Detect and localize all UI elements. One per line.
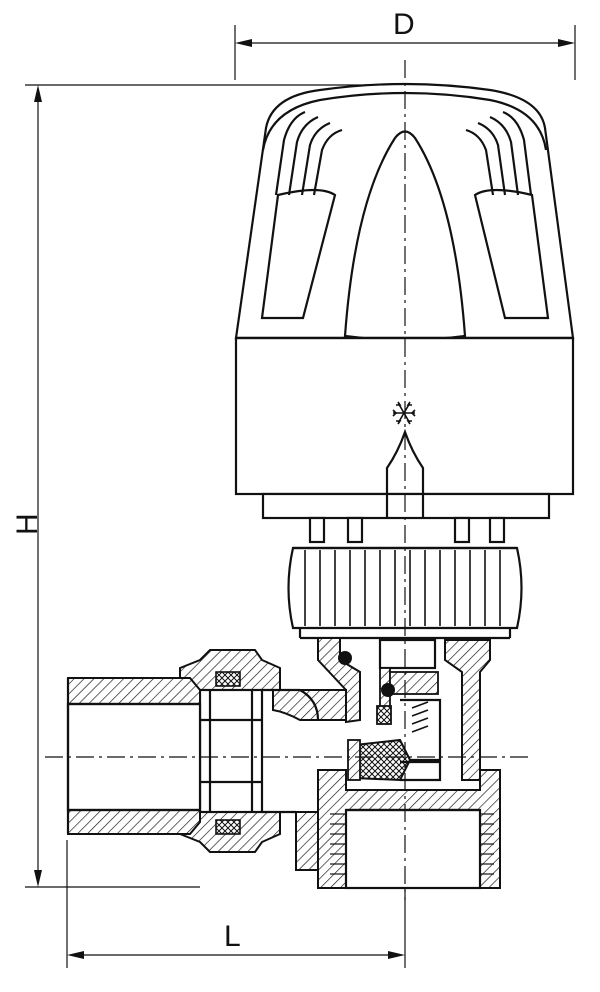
dimension-label-l: L [224,920,241,953]
dimension-l: L [66,840,406,968]
dimension-d: D [234,8,576,80]
dimension-label-d: D [393,8,415,41]
dimension-label-h: H [11,513,44,535]
union-nut-and-tailpiece [66,649,320,853]
dimension-h: H [11,84,405,888]
snowflake-icon [392,401,416,425]
center-lines [45,60,530,900]
valve-body-section [272,637,501,890]
